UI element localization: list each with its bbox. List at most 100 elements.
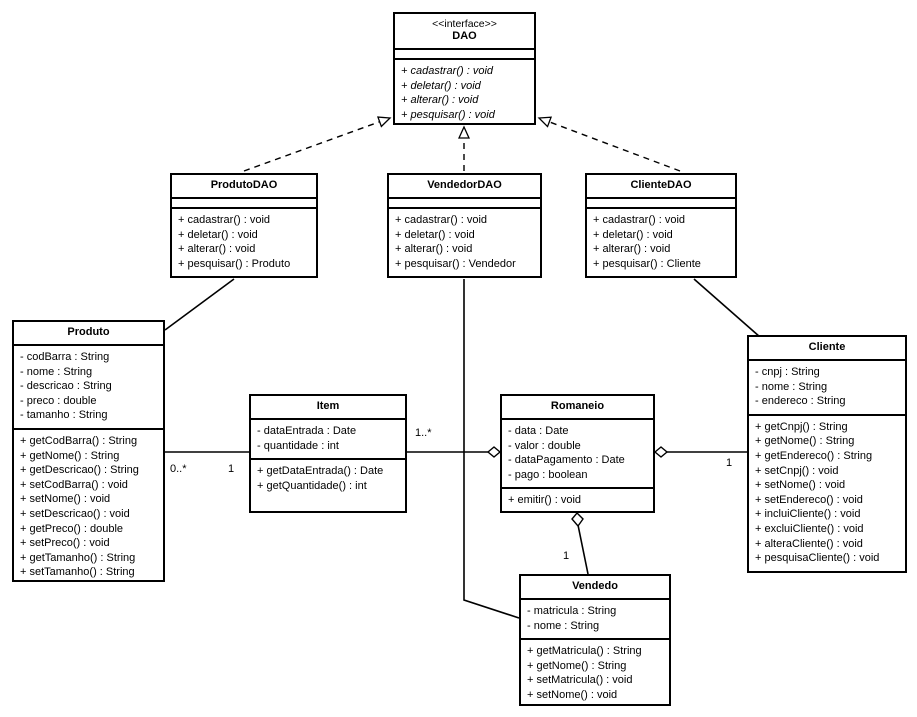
- operation: + getCnpj() : String: [755, 420, 848, 433]
- class-name-cliente: Cliente: [808, 341, 846, 353]
- multiplicity-label: 1: [228, 463, 235, 475]
- uml-class-vendedo[interactable]: Vendedo - matricula : String - nome : St…: [519, 574, 671, 706]
- attribute: - dataPagamento : Date: [508, 454, 625, 467]
- operation: + alteraCliente() : void: [755, 537, 863, 550]
- attributes-compartment-item: - dataEntrada : Date - quantidade : int: [251, 420, 405, 458]
- class-stereotype-dao: <<interface>>: [432, 18, 497, 30]
- compartment-divider: [587, 207, 735, 209]
- operation: + getMatricula() : String: [527, 645, 642, 658]
- compartment-divider: [251, 458, 405, 461]
- operations-compartment-romaneio: + emitir() : void: [502, 489, 653, 513]
- attribute: - data : Date: [508, 425, 569, 437]
- operation: + setMatricula() : void: [527, 674, 633, 687]
- attribute: - preco : double: [20, 394, 97, 407]
- realization-clientedao-dao: [537, 116, 681, 172]
- uml-class-produto[interactable]: Produto - codBarra : String - nome : Str…: [12, 320, 165, 582]
- aggregation-romaneio-cliente: [653, 446, 747, 458]
- class-title-dao: <<interface>> DAO: [395, 14, 534, 48]
- uml-class-dao[interactable]: <<interface>> DAO + cadastrar() : void +…: [393, 12, 536, 125]
- compartment-divider: [395, 58, 534, 60]
- attribute: - nome : String: [20, 365, 93, 378]
- operation: + cadastrar() : void: [395, 214, 488, 226]
- attribute: - endereco : String: [755, 395, 846, 408]
- operation: + getQuantidade() : int: [257, 479, 367, 492]
- operation: + deletar() : void: [395, 228, 475, 241]
- operation: + cadastrar() : void: [401, 65, 494, 77]
- operations-compartment-vendedo: + getMatricula() : String + getNome() : …: [521, 640, 669, 707]
- attributes-compartment-produtodao: [172, 199, 316, 207]
- operation: + deletar() : void: [401, 79, 481, 92]
- attribute: - pago : boolean: [508, 468, 588, 481]
- multiplicity-label: 1..*: [415, 427, 432, 439]
- class-name-item: Item: [316, 400, 340, 412]
- multiplicity-label: 1: [563, 550, 570, 562]
- compartment-divider: [521, 638, 669, 641]
- attributes-compartment-vendedo: - matricula : String - nome : String: [521, 600, 669, 638]
- operation: + setNome() : void: [527, 688, 618, 701]
- compartment-divider: [14, 427, 163, 430]
- attribute: - descricao : String: [20, 380, 112, 393]
- operation: + deletar() : void: [593, 228, 673, 241]
- operation: + pesquisar() : void: [401, 108, 495, 121]
- attribute: - cnpj : String: [755, 366, 820, 378]
- operation: + incluiCliente() : void: [755, 508, 861, 521]
- compartment-divider: [521, 598, 669, 600]
- realization-produtodao-dao: [243, 116, 392, 172]
- association-vendedordao-vendedo: [463, 279, 520, 619]
- aggregation-item-romaneio: [407, 446, 502, 458]
- operation: + cadastrar() : void: [593, 214, 686, 226]
- multiplicity-label: 0..*: [170, 463, 187, 475]
- compartment-divider: [14, 344, 163, 346]
- operation: + alterar() : void: [395, 243, 473, 256]
- operation: + getNome() : String: [20, 449, 120, 462]
- operation: + getEndereco() : String: [755, 449, 873, 462]
- multiplicity-label: 1: [726, 457, 733, 469]
- uml-class-cliente[interactable]: Cliente - cnpj : String - nome : String …: [747, 335, 907, 573]
- class-name-produto: Produto: [67, 326, 110, 338]
- operation: + setDescricao() : void: [20, 507, 130, 520]
- uml-class-clientedao[interactable]: ClienteDAO + cadastrar() : void + deleta…: [585, 173, 737, 278]
- operation: + setNome() : void: [20, 493, 111, 506]
- compartment-divider: [389, 197, 540, 199]
- operation: + setNome() : void: [755, 479, 846, 492]
- class-name-romaneio: Romaneio: [550, 400, 605, 412]
- uml-class-romaneio[interactable]: Romaneio - data : Date - valor : double …: [500, 394, 655, 513]
- compartment-divider: [251, 418, 405, 420]
- operation: + setPreco() : void: [20, 537, 110, 550]
- compartment-divider: [172, 207, 316, 209]
- compartment-divider: [502, 487, 653, 490]
- operation: + pesquisaCliente() : void: [755, 552, 880, 565]
- operation: + emitir() : void: [508, 494, 582, 507]
- operation: + getNome() : String: [755, 435, 855, 448]
- class-name-dao: DAO: [452, 30, 477, 42]
- operation: + alterar() : void: [593, 243, 671, 256]
- operation: + getPreco() : double: [20, 522, 124, 535]
- operations-compartment-vendedordao: + cadastrar() : void + deletar() : void …: [389, 209, 540, 276]
- uml-class-produtodao[interactable]: ProdutoDAO + cadastrar() : void + deleta…: [170, 173, 318, 278]
- attribute: - codBarra : String: [20, 351, 110, 363]
- operation: + getNome() : String: [527, 659, 627, 672]
- operations-compartment-cliente: + getCnpj() : String + getNome() : Strin…: [749, 416, 905, 571]
- operation: + pesquisar() : Cliente: [593, 257, 701, 270]
- class-name-vendedordao: VendedorDAO: [427, 179, 502, 191]
- attributes-compartment-produto: - codBarra : String - nome : String - de…: [14, 346, 163, 428]
- operation: + alterar() : void: [401, 94, 479, 107]
- attribute: - quantidade : int: [257, 439, 339, 452]
- attributes-compartment-cliente: - cnpj : String - nome : String - endere…: [749, 361, 905, 414]
- attribute: - valor : double: [508, 439, 581, 452]
- uml-class-item[interactable]: Item - dataEntrada : Date - quantidade :…: [249, 394, 407, 513]
- attributes-compartment-romaneio: - data : Date - valor : double - dataPag…: [502, 420, 653, 487]
- uml-class-vendedordao[interactable]: VendedorDAO + cadastrar() : void + delet…: [387, 173, 542, 278]
- operation: + setCodBarra() : void: [20, 478, 128, 491]
- attribute: - dataEntrada : Date: [257, 425, 357, 437]
- compartment-divider: [172, 197, 316, 199]
- compartment-divider: [395, 48, 534, 50]
- compartment-divider: [389, 207, 540, 209]
- operation: + setTamanho() : String: [20, 566, 135, 579]
- operation: + deletar() : void: [178, 228, 258, 241]
- compartment-divider: [749, 413, 905, 416]
- operation: + setEndereco() : void: [755, 493, 863, 506]
- operation: + pesquisar() : Vendedor: [395, 257, 516, 270]
